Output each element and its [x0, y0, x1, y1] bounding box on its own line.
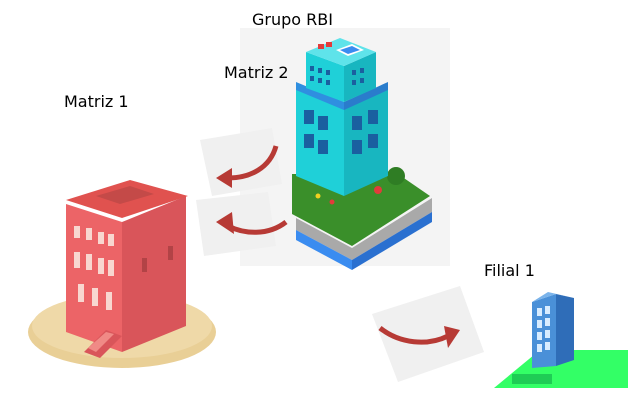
label-matriz-2: Matriz 2 — [224, 63, 289, 82]
hq1-building-illustration — [28, 180, 216, 368]
arrow-to-branch1 — [372, 286, 484, 382]
arrow-to-hq1-lower — [196, 192, 288, 256]
label-matriz-1: Matriz 1 — [64, 92, 129, 111]
label-filial-1: Filial 1 — [484, 261, 535, 280]
label-grupo-rbi: Grupo RBI — [252, 10, 333, 29]
branch1-building-illustration — [494, 292, 628, 388]
arrow-to-hq1-upper — [200, 128, 282, 196]
